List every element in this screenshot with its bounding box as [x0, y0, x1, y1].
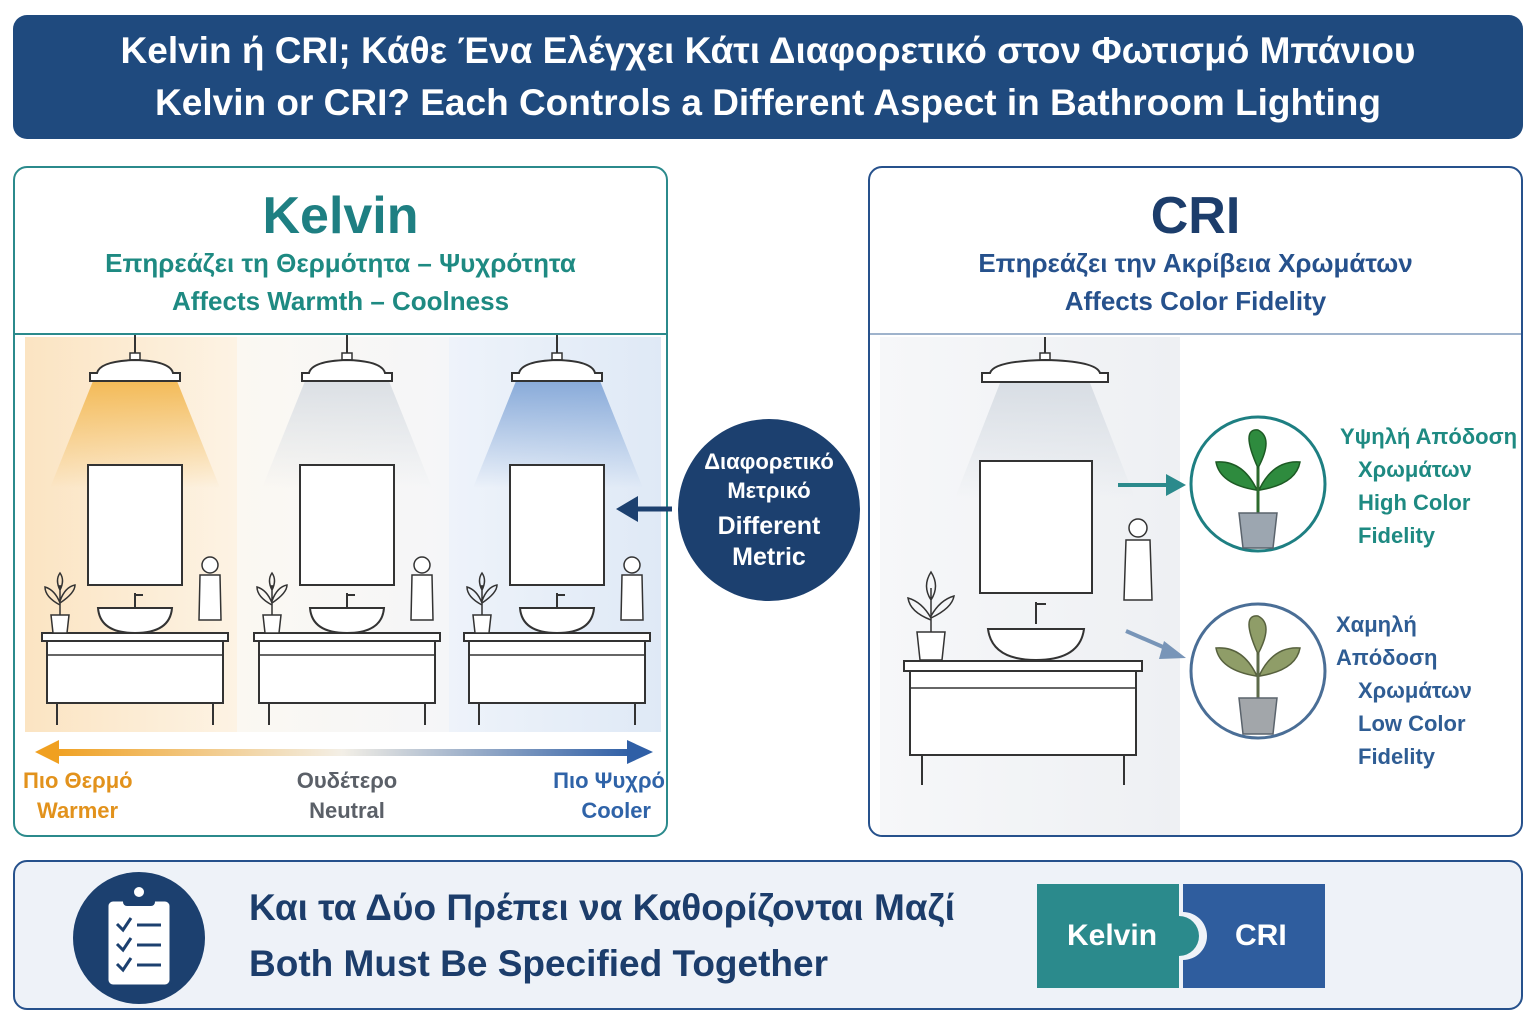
low-fidelity-arrowhead: [1159, 641, 1186, 659]
title-banner: Kelvin ή CRI; Κάθε Ένα Ελέγχει Κάτι Διαφ…: [13, 15, 1523, 139]
neutral-label-english: Neutral: [309, 798, 385, 823]
summary-english: Both Must Be Specified Together: [249, 943, 829, 984]
badge-english-line1: Different: [717, 512, 821, 540]
kelvin-header: Kelvin Επηρεάζει τη Θερμότητα – Ψυχρότητ…: [15, 168, 666, 335]
cool-light-beam: [473, 381, 643, 488]
low-fidelity-greek-line1: Χαμηλή Απόδοση: [1336, 612, 1438, 670]
bottom-summary-panel: Και τα Δύο Πρέπει να Καθορίζονται Μαζί B…: [13, 860, 1523, 1010]
cri-subtitle-english: Affects Color Fidelity: [1064, 286, 1327, 316]
low-fidelity-plant-icon: [1189, 602, 1327, 740]
neutral-label-greek: Ουδέτερο: [296, 768, 398, 793]
warmer-label-english: Warmer: [37, 798, 119, 823]
different-metric-badge: Διαφορετικό Μετρικό Different Metric: [678, 419, 860, 601]
cri-vanity-illustration: [903, 337, 1153, 785]
puzzle-label-kelvin: Kelvin: [1067, 919, 1158, 952]
cri-scene: [880, 337, 1327, 835]
cool-arrowhead: [627, 740, 653, 764]
low-fidelity-english-line2: Fidelity: [1358, 744, 1436, 769]
puzzle-label-cri: CRI: [1235, 919, 1287, 952]
cri-title: CRI: [1150, 187, 1241, 245]
low-fidelity-english-line1: Low Color: [1358, 711, 1466, 736]
badge-greek-line1: Διαφορετικό: [704, 449, 834, 474]
warm-light-beam: [50, 381, 220, 488]
title-greek: Kelvin ή CRI; Κάθε Ένα Ελέγχει Κάτι Διαφ…: [120, 30, 1416, 71]
cooler-label-greek: Πιο Ψυχρό: [553, 768, 665, 793]
kelvin-panel: Kelvin Επηρεάζει τη Θερμότητα – Ψυχρότητ…: [13, 166, 668, 837]
kelvin-subtitle-english: Affects Warmth – Coolness: [171, 286, 510, 316]
cooler-label: Πιο Ψυχρό Cooler: [535, 766, 665, 826]
puzzle-piece-kelvin: [1037, 884, 1199, 988]
warmer-label: Πιο Θερμό Warmer: [23, 766, 163, 826]
low-fidelity-greek-line2: Χρωμάτων: [1358, 678, 1472, 703]
badge-english-line2: Metric: [732, 543, 806, 571]
kelvin-subtitle-greek: Επηρεάζει τη Θερμότητα – Ψυχρότητα: [105, 248, 576, 278]
summary-greek: Και τα Δύο Πρέπει να Καθορίζονται Μαζί: [249, 887, 955, 928]
cri-panel: CRI Επηρεάζει την Ακρίβεια Χρωμάτων Affe…: [868, 166, 1523, 837]
high-fidelity-plant-icon: [1189, 415, 1327, 553]
high-fidelity-english-line1: High Color: [1358, 490, 1471, 515]
cri-header: CRI Επηρεάζει την Ακρίβεια Χρωμάτων Affe…: [870, 168, 1521, 335]
temperature-scale-bar: [53, 749, 631, 756]
cri-subtitle-greek: Επηρεάζει την Ακρίβεια Χρωμάτων: [978, 248, 1413, 278]
kelvin-title: Kelvin: [262, 187, 419, 245]
clipboard-icon: [73, 872, 205, 1004]
puzzle-piece-cri: [1183, 884, 1325, 988]
summary-text: Και τα Δύο Πρέπει να Καθορίζονται Μαζί B…: [249, 880, 955, 992]
warm-arrowhead: [35, 740, 59, 764]
neutral-light-beam: [262, 381, 432, 488]
high-fidelity-label: Υψηλή Απόδοση Χρωμάτων High Color Fideli…: [1340, 420, 1520, 552]
kelvin-cri-puzzle-icon: [1037, 884, 1325, 988]
title-english: Kelvin or CRI? Each Controls a Different…: [155, 82, 1381, 123]
left-arrow-icon: [616, 496, 638, 522]
low-fidelity-label: Χαμηλή Απόδοση Χρωμάτων Low Color Fideli…: [1336, 608, 1521, 773]
neutral-label: Ουδέτερο Neutral: [277, 766, 417, 826]
high-fidelity-english-line2: Fidelity: [1358, 523, 1436, 548]
badge-greek-line2: Μετρικό: [727, 478, 811, 503]
high-fidelity-arrowhead: [1166, 474, 1186, 496]
high-fidelity-greek-line2: Χρωμάτων: [1358, 457, 1472, 482]
cooler-label-english: Cooler: [581, 798, 651, 823]
warmer-label-greek: Πιο Θερμό: [23, 768, 133, 793]
high-fidelity-greek-line1: Υψηλή Απόδοση: [1340, 424, 1518, 449]
kelvin-scenes: [25, 334, 661, 764]
